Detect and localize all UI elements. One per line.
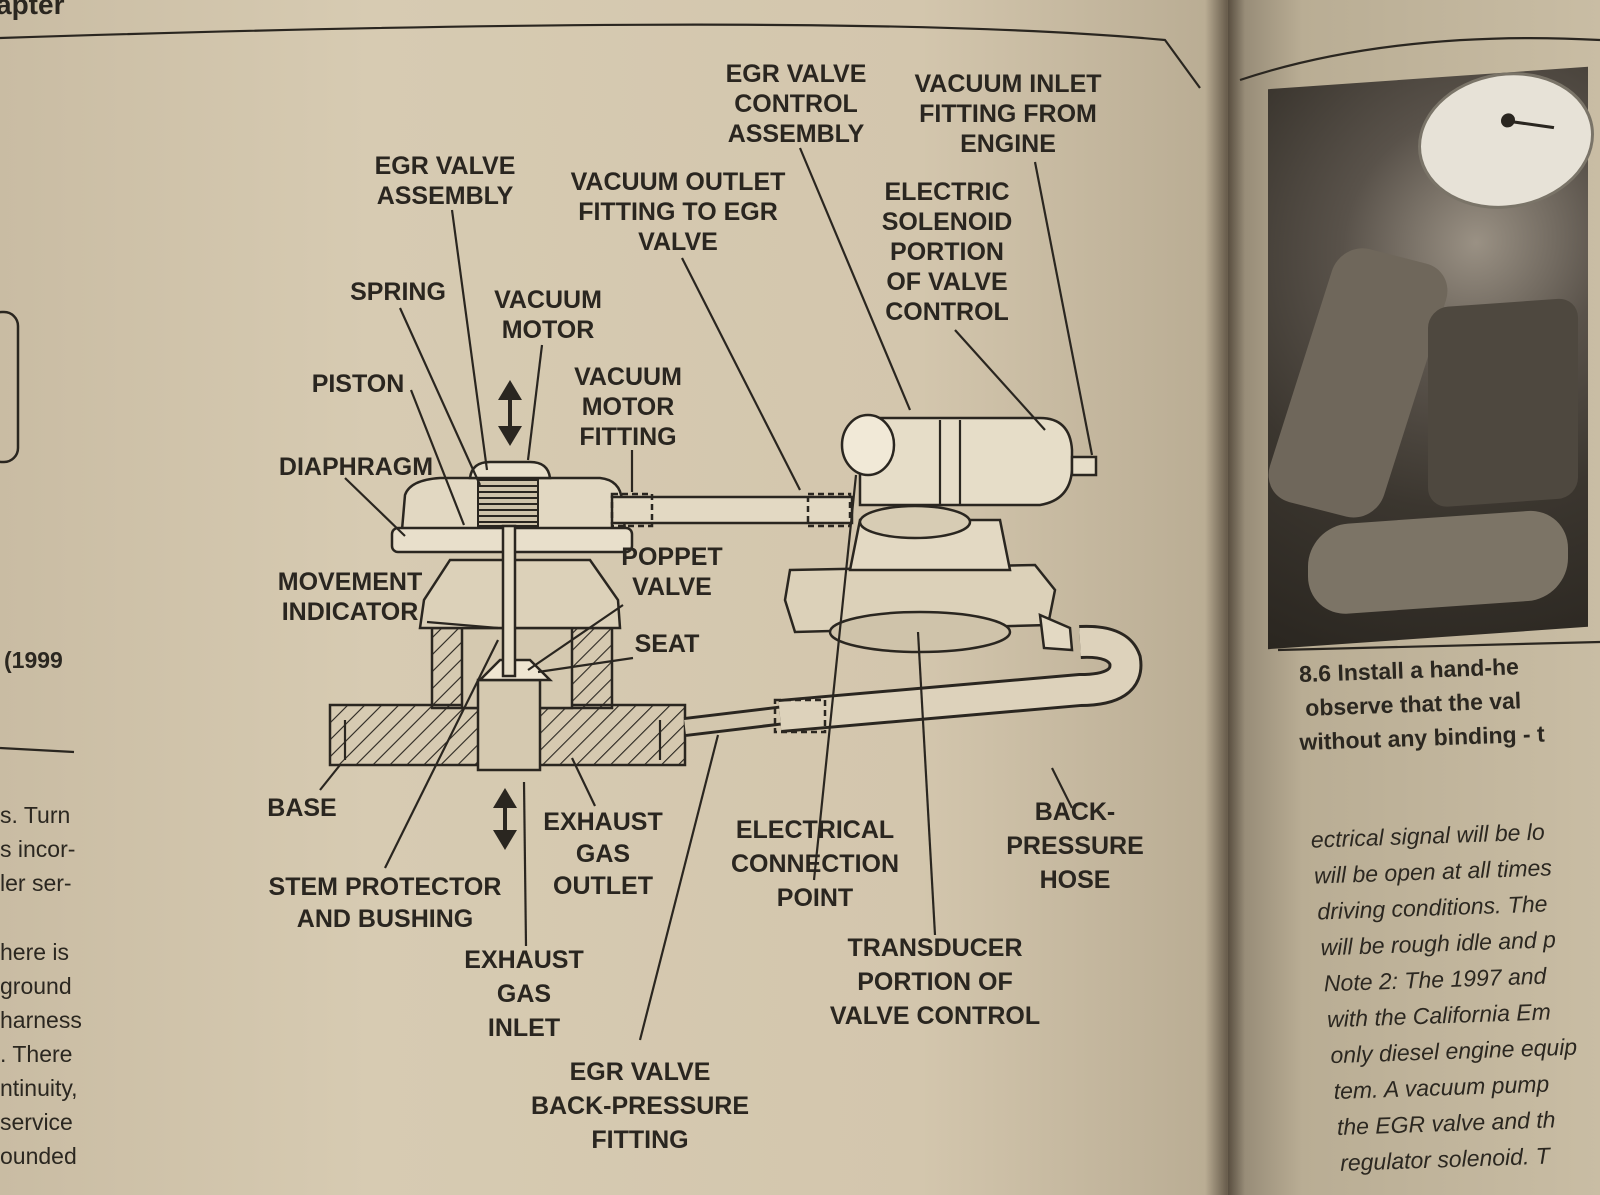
right-header-rule (1239, 37, 1600, 82)
body-text: ectrical signal will be lo will be open … (1310, 819, 1578, 1176)
margin-line: s. Turn (0, 802, 70, 828)
margin-line: ntinuity, (0, 1075, 78, 1101)
back-pressure-hose (778, 627, 1140, 730)
vacuum-motor-fitting (610, 492, 654, 528)
label-piston: PISTON (312, 370, 405, 398)
motor-cap (468, 460, 552, 480)
vacuum-outlet-fitting (806, 492, 852, 528)
body-line: Note 2: The 1997 and (1323, 963, 1547, 997)
margin-line: ounded (0, 1143, 77, 1169)
egr-valve-drawing (328, 380, 1143, 850)
label-seat: SEAT (635, 630, 700, 658)
valve-stem (501, 524, 517, 678)
margin-line: here is (0, 939, 69, 965)
right-page-text: 8.6 Install a hand-he observe that the v… (1298, 653, 1578, 1176)
electrical-connector (840, 413, 896, 477)
label-spring: SPRING (350, 278, 446, 306)
margin-line: harness (0, 1007, 82, 1033)
spring (477, 479, 539, 527)
leader-lines (319, 147, 1094, 1041)
margin-line: s incor- (0, 836, 75, 862)
hose-coupling (773, 698, 827, 734)
body-line: ectrical signal will be lo (1310, 819, 1545, 853)
label-base: BASE (267, 794, 336, 822)
caption-line: observe that the val (1305, 687, 1522, 721)
caption-rule (1277, 640, 1600, 652)
margin-rule (0, 746, 75, 754)
caption-line: without any binding - t (1298, 720, 1545, 755)
caption-line: 8.6 Install a hand-he (1299, 653, 1520, 687)
margin-line: ler ser- (0, 870, 72, 896)
movement-arrow-bottom (493, 788, 517, 850)
movement-arrow-top (498, 380, 522, 446)
header-rule (0, 23, 1201, 89)
margin-box (0, 310, 20, 464)
body-line: only diesel engine equip (1330, 1034, 1578, 1069)
exhaust-port (476, 678, 542, 772)
margin-line: (1999 (4, 647, 63, 673)
label-diaphragm: DIAPHRAGM (279, 453, 433, 481)
margin-line: service (0, 1109, 73, 1135)
vacuum-tube (610, 495, 854, 525)
margin-line: . There (0, 1041, 72, 1067)
lower-housing (418, 558, 622, 630)
book-gutter (1205, 0, 1245, 1195)
body-line: will be open at all times (1314, 854, 1553, 888)
left-margin-text: (1999 s. Turn s incor- ler ser- here is … (0, 647, 82, 1169)
photo-caption: 8.6 Install a hand-he observe that the v… (1298, 653, 1545, 755)
hose-nipple (1038, 612, 1074, 652)
body-line: the EGR valve and th (1336, 1106, 1555, 1140)
chapter-header: apter (0, 0, 65, 20)
body-line: regulator solenoid. T (1340, 1143, 1552, 1176)
vacuum-inlet-nipple (1070, 455, 1098, 477)
transducer-diaphragm (828, 610, 1012, 654)
body-line: with the California Em (1327, 998, 1551, 1032)
transducer-top (858, 504, 972, 540)
body-line: will be rough idle and p (1320, 926, 1556, 960)
body-line: driving conditions. The (1317, 890, 1548, 924)
margin-line: ground (0, 973, 72, 999)
body-line: tem. A vacuum pump (1333, 1071, 1550, 1105)
back-pressure-tube (684, 708, 786, 734)
